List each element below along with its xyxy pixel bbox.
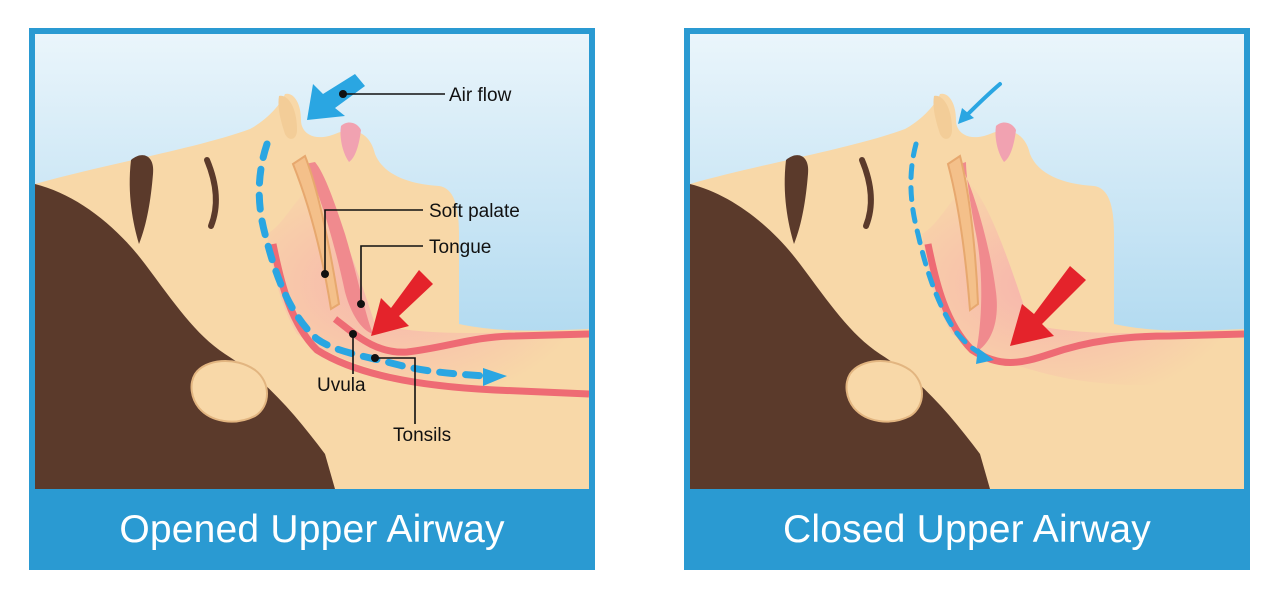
nose xyxy=(933,95,952,139)
label-soft-palate: Soft palate xyxy=(429,201,520,222)
label-uvula: Uvula xyxy=(317,375,366,396)
closed-eye xyxy=(859,157,874,229)
airway-wall xyxy=(924,243,1244,366)
airflow-arrow-icon xyxy=(976,348,994,364)
opened-airway-illustration: Air flow Soft palate Tongue Uvula Tonsil… xyxy=(35,34,589,489)
soft-palate-shape xyxy=(305,162,373,334)
airway-wall xyxy=(269,243,589,398)
ear xyxy=(845,359,923,423)
callout-dots xyxy=(321,90,379,362)
pressure-arrow-icon xyxy=(371,270,433,336)
ear xyxy=(190,359,268,423)
panel-closed-airway: Closed Upper Airway xyxy=(684,28,1250,570)
closed-airway-illustration xyxy=(690,34,1244,489)
callout-lines xyxy=(324,93,445,424)
label-air-flow: Air flow xyxy=(449,85,512,106)
lip xyxy=(995,122,1016,162)
caption-closed-airway: Closed Upper Airway xyxy=(783,507,1151,551)
tongue-shape xyxy=(291,154,341,311)
label-tongue: Tongue xyxy=(429,237,491,258)
airflow-arrow-icon xyxy=(483,368,507,386)
airflow-arrow-icon xyxy=(908,141,989,359)
eyebrow xyxy=(129,155,154,244)
tongue-shape xyxy=(946,154,980,312)
caption-opened-airway: Opened Upper Airway xyxy=(119,507,505,551)
airflow-arrow-icon xyxy=(255,140,489,380)
lip xyxy=(340,122,361,162)
soft-palate-shape xyxy=(960,162,997,352)
closed-eye xyxy=(204,157,219,229)
nose xyxy=(278,95,297,139)
airflow-arrow-icon xyxy=(958,108,974,124)
panel-opened-airway: Air flow Soft palate Tongue Uvula Tonsil… xyxy=(29,28,595,570)
pressure-arrow-icon xyxy=(1010,266,1086,346)
eyebrow xyxy=(784,155,809,244)
airflow-arrow-icon xyxy=(307,74,365,120)
label-tonsils: Tonsils xyxy=(393,425,451,446)
